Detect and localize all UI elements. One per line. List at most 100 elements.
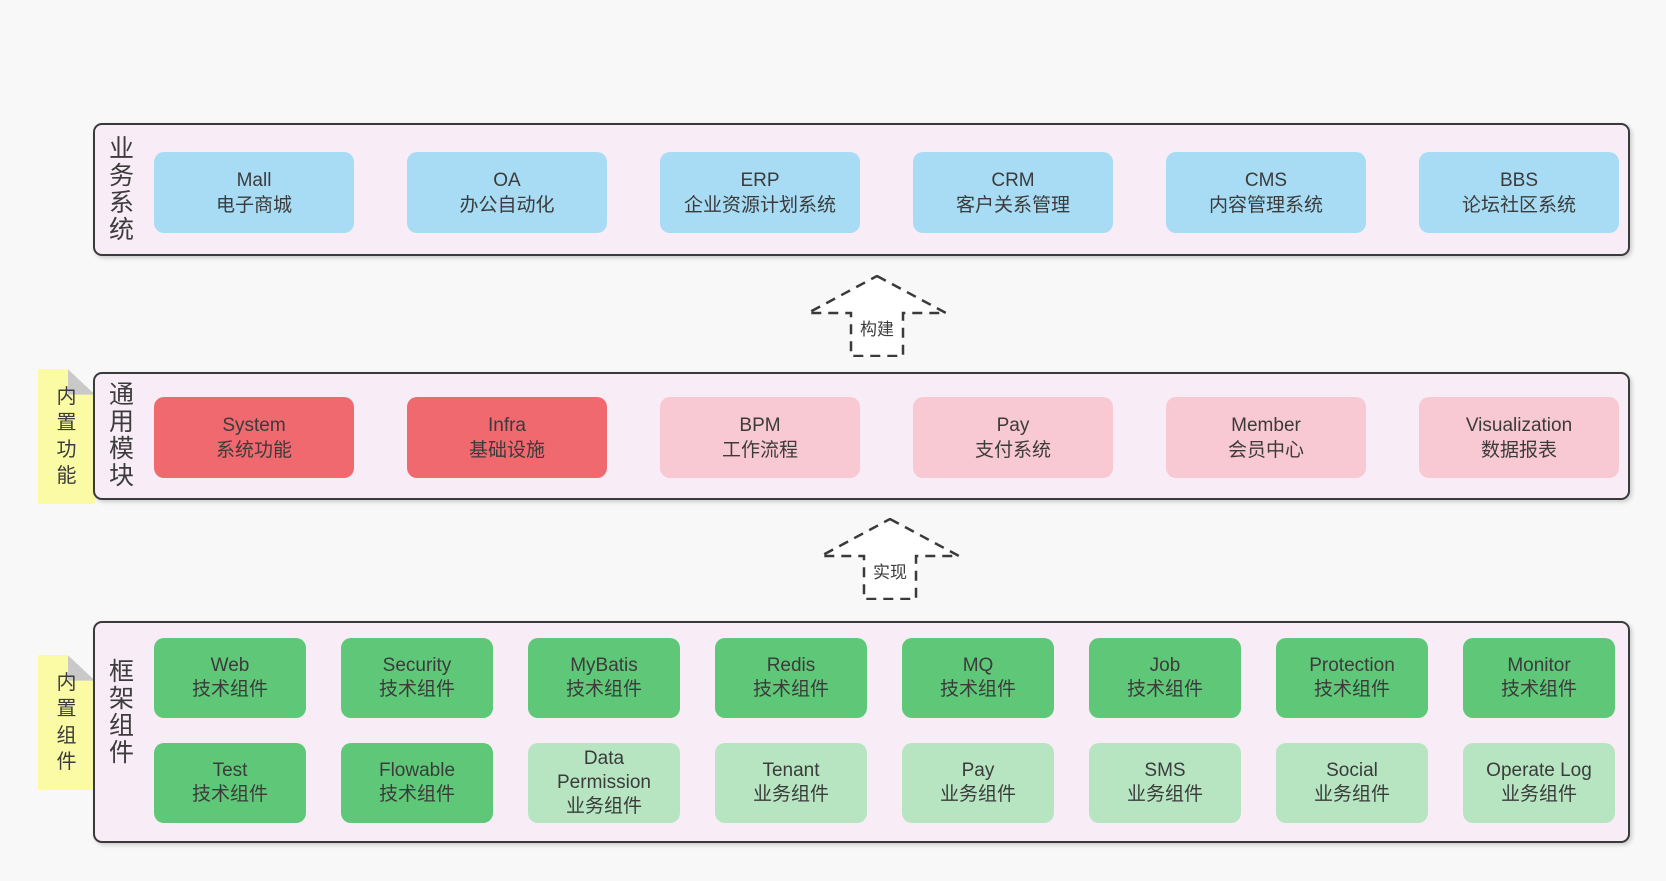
- box-desc: 业务组件: [565, 796, 642, 817]
- box-sms: SMS 业务组件: [1089, 743, 1241, 823]
- arrow-label: 实现: [871, 558, 909, 583]
- box-crm: CRM 客户关系管理: [913, 152, 1113, 233]
- box-mall: Mall 电子商城: [154, 152, 354, 233]
- box-social: Social 业务组件: [1276, 743, 1428, 823]
- box-desc: 数据报表: [1480, 439, 1557, 461]
- box-desc: 业务组件: [752, 784, 829, 805]
- box-redis: Redis 技术组件: [715, 638, 867, 718]
- box-desc: 业务组件: [1313, 784, 1390, 805]
- box-desc: 技术组件: [565, 679, 642, 700]
- box-desc: 电子商城: [215, 194, 292, 216]
- box-name: System: [222, 414, 286, 436]
- box-row: System 系统功能 Infra 基础设施 BPM 工作流程 Pay 支付系统…: [154, 397, 1619, 478]
- box-protection: Protection 技术组件: [1276, 638, 1428, 718]
- box-desc: 支付系统: [974, 439, 1051, 461]
- box-desc: 客户关系管理: [955, 194, 1070, 216]
- box-desc: 技术组件: [752, 679, 829, 700]
- box-desc: 技术组件: [378, 679, 455, 700]
- layer-common-modules: 通用模块 System 系统功能 Infra 基础设施 BPM 工作流程 Pay…: [93, 372, 1630, 500]
- box-monitor: Monitor 技术组件: [1463, 638, 1615, 718]
- box-name: BBS: [1499, 169, 1539, 191]
- box-mybatis: MyBatis 技术组件: [528, 638, 680, 718]
- box-desc: 技术组件: [1126, 679, 1203, 700]
- box-name: Infra: [487, 414, 527, 436]
- box-test: Test 技术组件: [154, 743, 306, 823]
- box-desc: 技术组件: [1313, 679, 1390, 700]
- layer-framework-components: 框架组件 Web 技术组件 Security 技术组件 MyBatis 技术组件…: [93, 621, 1630, 843]
- box-desc: 系统功能: [215, 439, 292, 461]
- box-name: Mall: [236, 169, 272, 191]
- box-web: Web 技术组件: [154, 638, 306, 718]
- sticky-label: 内置组件: [56, 671, 77, 774]
- box-desc: 技术组件: [378, 784, 455, 805]
- box-name: CRM: [991, 169, 1035, 191]
- box-name: Protection: [1309, 655, 1395, 676]
- box-pay-module: Pay 支付系统: [913, 397, 1113, 478]
- box-name: Tenant: [762, 760, 820, 781]
- box-name: Pay: [996, 414, 1030, 436]
- box-data-permission: Data Permission 业务组件: [528, 743, 680, 823]
- box-name: Monitor: [1507, 655, 1571, 676]
- box-name: OA: [493, 169, 521, 191]
- box-name: ERP: [740, 169, 780, 191]
- box-name: Job: [1149, 655, 1181, 676]
- box-name: Security: [382, 655, 452, 676]
- box-row: Web 技术组件 Security 技术组件 MyBatis 技术组件 Redi…: [154, 638, 1615, 718]
- box-job: Job 技术组件: [1089, 638, 1241, 718]
- box-tenant: Tenant 业务组件: [715, 743, 867, 823]
- box-name: MyBatis: [570, 655, 638, 676]
- box-desc: 工作流程: [721, 439, 798, 461]
- box-desc: 基础设施: [468, 439, 545, 461]
- box-infra: Infra 基础设施: [407, 397, 607, 478]
- layer-title: 框架组件: [108, 658, 134, 767]
- box-desc: 技术组件: [939, 679, 1016, 700]
- box-desc: 论坛社区系统: [1461, 194, 1576, 216]
- box-desc: 企业资源计划系统: [683, 194, 836, 216]
- box-name: Data Permission: [557, 748, 651, 793]
- sticky-note-builtin-components: 内置组件: [38, 655, 95, 790]
- box-bpm: BPM 工作流程: [660, 397, 860, 478]
- box-member: Member 会员中心: [1166, 397, 1366, 478]
- box-visualization: Visualization 数据报表: [1419, 397, 1619, 478]
- box-oa: OA 办公自动化: [407, 152, 607, 233]
- box-system: System 系统功能: [154, 397, 354, 478]
- box-name: SMS: [1144, 760, 1186, 781]
- layer-title: 业务系统: [108, 134, 134, 244]
- box-desc: 内容管理系统: [1208, 194, 1323, 216]
- box-bbs: BBS 论坛社区系统: [1419, 152, 1619, 233]
- box-row: Test 技术组件 Flowable 技术组件 Data Permission …: [154, 743, 1615, 823]
- arrow-implement-up: 实现: [820, 518, 960, 600]
- box-desc: 业务组件: [1500, 784, 1577, 805]
- box-mq: MQ 技术组件: [902, 638, 1054, 718]
- box-name: Member: [1231, 414, 1301, 436]
- box-operate-log: Operate Log 业务组件: [1463, 743, 1615, 823]
- layer-business-systems: 业务系统 Mall 电子商城 OA 办公自动化 ERP 企业资源计划系统 CRM…: [93, 123, 1630, 256]
- box-desc: 技术组件: [1500, 679, 1577, 700]
- box-name: Social: [1326, 760, 1378, 781]
- box-name: Flowable: [378, 760, 456, 781]
- box-desc: 技术组件: [191, 784, 268, 805]
- box-cms: CMS 内容管理系统: [1166, 152, 1366, 233]
- box-pay-component: Pay 业务组件: [902, 743, 1054, 823]
- box-name: Redis: [766, 655, 816, 676]
- box-name: MQ: [962, 655, 994, 676]
- box-name: Operate Log: [1486, 760, 1592, 781]
- box-name: CMS: [1244, 169, 1288, 191]
- box-security: Security 技术组件: [341, 638, 493, 718]
- sticky-note-builtin-features: 内置功能: [38, 369, 95, 504]
- box-desc: 办公自动化: [459, 194, 555, 216]
- arrow-build-up: 构建: [807, 275, 947, 357]
- box-row: Mall 电子商城 OA 办公自动化 ERP 企业资源计划系统 CRM 客户关系…: [154, 152, 1619, 233]
- arrow-label: 构建: [858, 315, 896, 340]
- box-erp: ERP 企业资源计划系统: [660, 152, 860, 233]
- box-desc: 业务组件: [939, 784, 1016, 805]
- box-name: BPM: [739, 414, 781, 436]
- box-name: Test: [212, 760, 248, 781]
- box-flowable: Flowable 技术组件: [341, 743, 493, 823]
- sticky-label: 内置功能: [56, 385, 77, 488]
- box-name: Web: [210, 655, 250, 676]
- box-desc: 会员中心: [1227, 439, 1304, 461]
- box-desc: 技术组件: [191, 679, 268, 700]
- box-name: Pay: [961, 760, 995, 781]
